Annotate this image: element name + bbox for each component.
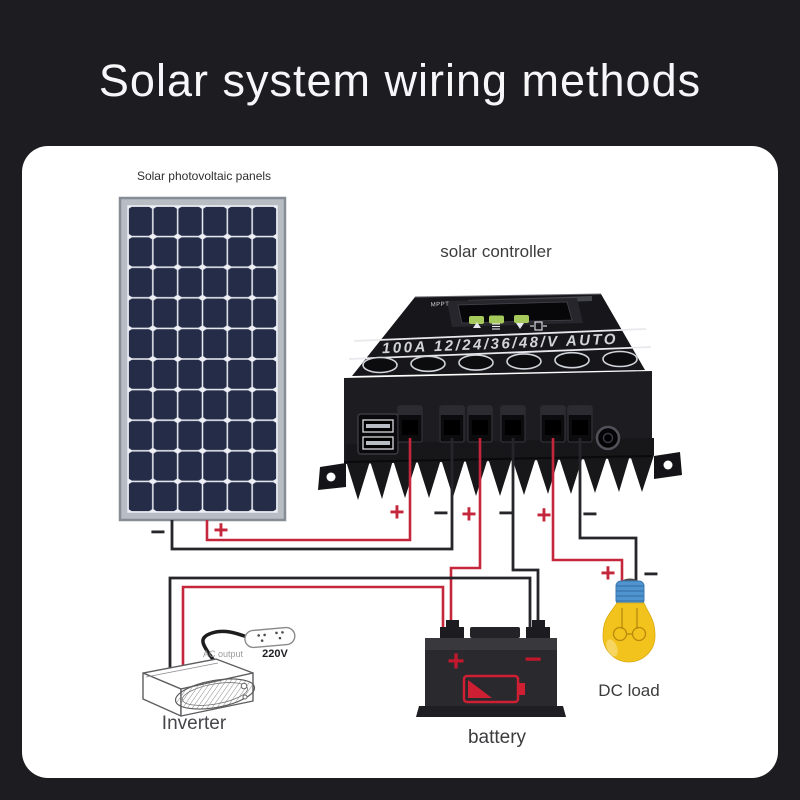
solar-controller xyxy=(318,293,682,500)
polarity-label-controller-load-negative: − xyxy=(582,498,598,529)
stripe-line xyxy=(353,328,647,342)
terminal-blocks xyxy=(397,405,593,443)
battery-handle xyxy=(470,627,520,638)
wires xyxy=(168,438,638,669)
inverter-grille xyxy=(174,678,256,710)
battery-body xyxy=(425,650,557,706)
up-arrow-icon xyxy=(473,322,481,328)
polarity-label-panel-negative: − xyxy=(150,516,166,547)
mounting-hole xyxy=(326,472,336,482)
polarity-label-controller-pv-negative: − xyxy=(433,497,449,528)
battery-post-positive xyxy=(440,620,464,638)
battery-label: battery xyxy=(467,727,527,748)
down-arrow-icon xyxy=(516,323,524,329)
battery-icon xyxy=(462,674,525,704)
solar-panel-label: Solar photovoltaic panels xyxy=(136,169,272,183)
inverter-cable xyxy=(201,629,248,662)
controller-lcd xyxy=(457,301,573,324)
polarity-label-controller-pv-positive: + xyxy=(389,496,405,527)
heatsink-fins xyxy=(346,438,654,500)
wire-load-negative xyxy=(578,438,638,585)
battery-charge-icon xyxy=(530,321,547,331)
wire-battery-positive xyxy=(449,438,482,627)
voltage-label: 220V xyxy=(262,648,288,660)
battery-tray xyxy=(416,706,566,717)
wire-inverter-positive xyxy=(181,585,445,667)
inverter-knob xyxy=(240,682,248,690)
mounting-hole xyxy=(663,460,673,470)
stripe-line xyxy=(348,346,652,360)
battery-negative-symbol: − xyxy=(524,643,542,676)
inverter-led xyxy=(242,694,248,700)
wire-load-positive xyxy=(551,438,624,585)
inverter xyxy=(142,626,296,717)
controller-vents xyxy=(362,350,638,374)
controller-brand: MPPT xyxy=(430,301,450,309)
controller-label: solar controller xyxy=(440,242,552,261)
battery xyxy=(416,620,566,717)
menu-icon xyxy=(492,323,500,330)
inverter-label: Inverter xyxy=(161,713,227,734)
controller-led-button xyxy=(489,315,504,324)
controller-led-button xyxy=(514,315,529,323)
light-bulb xyxy=(602,578,656,663)
controller-led-button xyxy=(469,316,484,324)
polarity-label-controller-battery-positive: + xyxy=(461,498,477,529)
polarity-label-panel-positive: + xyxy=(213,514,229,545)
wire-pv-positive xyxy=(205,438,412,542)
solar-panel xyxy=(118,196,287,522)
page-title: Solar system wiring methods xyxy=(98,55,702,106)
bulb-glass xyxy=(602,602,656,663)
polarity-label-controller-battery-negative: − xyxy=(498,497,514,528)
battery-post-negative xyxy=(526,620,550,638)
panel-cells xyxy=(127,205,278,513)
dc-load-label: DC load xyxy=(598,681,660,700)
bulb-threads xyxy=(616,585,644,602)
usb-ports xyxy=(357,413,399,455)
ac-output-label: AC output xyxy=(202,649,244,659)
polarity-label-dc-load-negative: − xyxy=(643,558,659,589)
bulb-filament xyxy=(612,608,647,642)
polarity-label-dc-load-positive: + xyxy=(600,557,616,588)
wire-inverter-negative xyxy=(168,576,532,669)
power-strip xyxy=(244,626,296,649)
wire-pv-negative xyxy=(170,438,454,551)
polarity-label-controller-load-positive: + xyxy=(536,499,552,530)
battery-positive-symbol: + xyxy=(447,645,465,678)
wire-battery-negative xyxy=(511,438,540,627)
outlet-dots xyxy=(257,631,284,642)
